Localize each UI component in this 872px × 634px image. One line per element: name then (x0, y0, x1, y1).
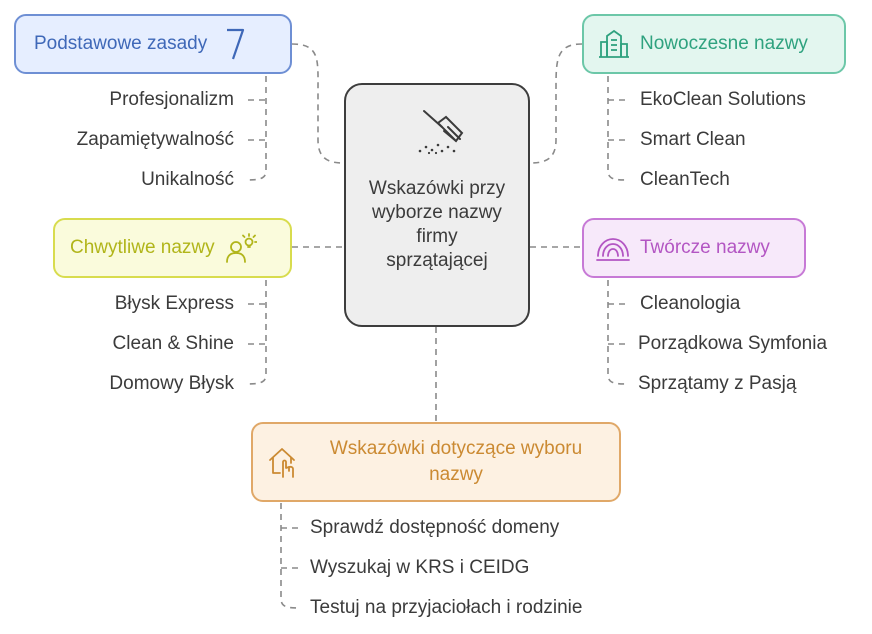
category-catchy-label: Chwytliwe nazwy (70, 237, 215, 258)
city-icon (598, 28, 630, 60)
list-item: Sprawdź dostępność domeny (310, 517, 560, 538)
category-basics-label: Podstawowe zasady (34, 33, 208, 54)
list-item: Profesjonalizm (109, 89, 234, 110)
category-catchy: Chwytliwe nazwy (53, 218, 292, 278)
category-creative: Twórcze nazwy (582, 218, 806, 278)
list-item: Clean & Shine (112, 333, 234, 354)
list-item: Wyszukaj w KRS i CEIDG (310, 557, 530, 578)
category-tips-label: Wskazówki dotyczące wyboru nazwy (329, 438, 583, 485)
list-item: Smart Clean (640, 129, 746, 150)
center-topic-node: Wskazówki przy wyborze nazwy firmy sprzą… (344, 83, 530, 327)
list-item: Zapamiętywalność (76, 129, 234, 150)
center-title: Wskazówki przy wyborze nazwy firmy sprzą… (368, 178, 506, 271)
category-creative-label: Twórcze nazwy (640, 237, 770, 258)
home-hand-icon (267, 445, 301, 479)
list-item: Cleanologia (640, 293, 741, 314)
list-item: Porządkowa Symfonia (638, 333, 828, 354)
list-item: EkoClean Solutions (640, 89, 806, 110)
category-tips: Wskazówki dotyczące wyboru nazwy (251, 422, 621, 502)
category-modern-label: Nowoczesne nazwy (640, 33, 808, 54)
broom-icon (412, 107, 470, 155)
list-item: Testuj na przyjaciołach i rodzinie (310, 597, 583, 618)
list-item: Sprzątamy z Pasją (638, 373, 797, 394)
list-item: Błysk Express (114, 293, 234, 314)
seven-icon (225, 27, 245, 61)
list-item: Unikalność (141, 169, 234, 190)
idea-person-icon (225, 232, 257, 264)
list-item: CleanTech (640, 169, 730, 190)
list-item: Domowy Błysk (109, 373, 234, 394)
rainbow-icon (596, 234, 630, 262)
category-basics: Podstawowe zasady (14, 14, 292, 74)
category-modern: Nowoczesne nazwy (582, 14, 846, 74)
